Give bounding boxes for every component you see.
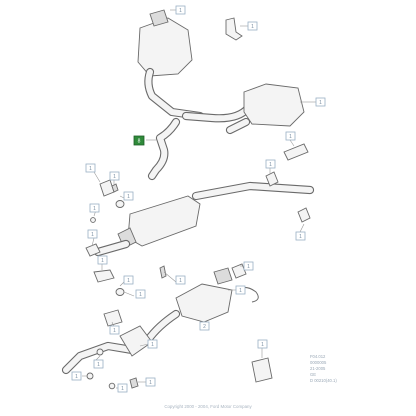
callout-label: 1	[93, 206, 96, 212]
callout-label: 2	[203, 324, 206, 330]
catalytic-converter[interactable]	[175, 267, 233, 323]
rear-muffler-upper[interactable]	[137, 9, 205, 121]
callout-top-clamp[interactable]: 1	[247, 21, 258, 31]
front-pipe[interactable]	[61, 309, 181, 375]
callout-bolt-left[interactable]: 1	[109, 171, 120, 181]
callout-label: 1	[251, 24, 254, 30]
callout-label: 1	[239, 288, 242, 294]
callout-sleeve[interactable]: 1	[285, 131, 296, 141]
callout-nut-front[interactable]: 1	[71, 371, 82, 381]
gasket-front-part[interactable]	[96, 348, 104, 356]
callout-hanger-right[interactable]: 1	[265, 159, 276, 169]
callout-label: 1	[101, 258, 104, 264]
copyright-notice: Copyright 2000 - 2004, Ford Motor Compan…	[164, 404, 252, 409]
callout-label: 1	[289, 134, 292, 140]
rear-muffler-right[interactable]	[181, 83, 305, 135]
clamp-low-part[interactable]	[103, 309, 123, 327]
gasket-left-part[interactable]	[85, 243, 101, 257]
middle-muffler-assembly[interactable]	[93, 181, 315, 257]
callout-pipe-selected[interactable]: 8	[133, 135, 145, 146]
callout-stud-left[interactable]: 1	[97, 255, 108, 265]
ref-line: F04.012	[310, 354, 326, 359]
callout-stud-front[interactable]: 1	[145, 377, 156, 387]
mount-mid-part[interactable]	[115, 288, 125, 296]
callout-insulator[interactable]: 1	[295, 231, 306, 241]
callout-label: 1	[149, 380, 152, 386]
callout-label: 1	[269, 162, 272, 168]
heat-shield-part[interactable]	[251, 357, 273, 383]
bracket-mid-part[interactable]	[93, 269, 115, 283]
callout-label: 1	[179, 278, 182, 284]
stud-front-part[interactable]	[129, 377, 139, 389]
ref-line: 0000005	[310, 360, 327, 365]
ref-line: 21-2005	[310, 366, 326, 371]
callout-rear-muffler[interactable]: 1	[315, 97, 326, 107]
callout-cat-1[interactable]: 1	[235, 285, 246, 295]
callout-label: 1	[179, 8, 182, 14]
callout-bracket-mid[interactable]: 1	[123, 275, 134, 285]
bolt-mid-part[interactable]	[159, 265, 167, 279]
top-clamp-part[interactable]	[225, 17, 243, 41]
hanger-right-part[interactable]	[265, 171, 279, 187]
callout-label: 1	[151, 342, 154, 348]
callout-label: 1	[139, 292, 142, 298]
callout-nut-left[interactable]: 1	[89, 203, 100, 213]
callout-label: 1	[127, 194, 130, 200]
callout-bracket-left[interactable]: 1	[85, 163, 96, 173]
callout-label: 8	[138, 139, 141, 145]
callout-label: 1	[97, 362, 100, 368]
callout-clamp-low[interactable]: 1	[109, 325, 120, 335]
callout-rear-muffler-top[interactable]: 1	[175, 5, 186, 15]
callout-label: 1	[247, 264, 250, 270]
callout-label: 1	[299, 234, 302, 240]
bracket-left-part[interactable]	[99, 179, 115, 197]
callout-label: 1	[113, 328, 116, 334]
callout-label: 1	[91, 232, 94, 238]
callout-label: 1	[261, 342, 264, 348]
bolt-bottom-part[interactable]	[108, 382, 116, 390]
sensor-part[interactable]	[231, 263, 247, 279]
nut-left-part[interactable]	[90, 217, 96, 223]
callout-gasket-left[interactable]: 1	[87, 229, 98, 239]
intermediate-pipe-selected[interactable]	[147, 117, 181, 181]
callout-bolt-mid[interactable]: 1	[175, 275, 186, 285]
callout-gasket-front[interactable]: 1	[93, 359, 104, 369]
mount-left-part[interactable]	[115, 200, 125, 208]
rear-pipe-end[interactable]	[297, 207, 311, 223]
callout-mount-left[interactable]: 1	[123, 191, 134, 201]
callout-label: 1	[121, 386, 124, 392]
callout-label: 1	[89, 166, 92, 172]
ref-line: GE	[310, 372, 316, 377]
reference-code-block: F04.012 0000005 21-2005 GE D 00210(40.1)	[310, 354, 337, 383]
bolt-left-part[interactable]	[111, 183, 119, 193]
callout-label: 1	[127, 278, 130, 284]
callout-bolt-bottom[interactable]: 1	[117, 383, 128, 393]
callout-heat-shield[interactable]: 1	[257, 339, 268, 349]
callout-label: 1	[113, 174, 116, 180]
callout-label: 1	[75, 374, 78, 380]
ref-line: D 00210(40.1)	[310, 378, 337, 383]
callout-bracket-low[interactable]: 1	[135, 289, 146, 299]
callout-cat-3[interactable]: 1	[147, 339, 158, 349]
callout-label: 1	[319, 100, 322, 106]
sleeve-part[interactable]	[283, 143, 309, 161]
callout-sensor[interactable]: 1	[243, 261, 254, 271]
callout-cat-2[interactable]: 2	[199, 321, 210, 331]
leader-lines	[82, 9, 316, 389]
